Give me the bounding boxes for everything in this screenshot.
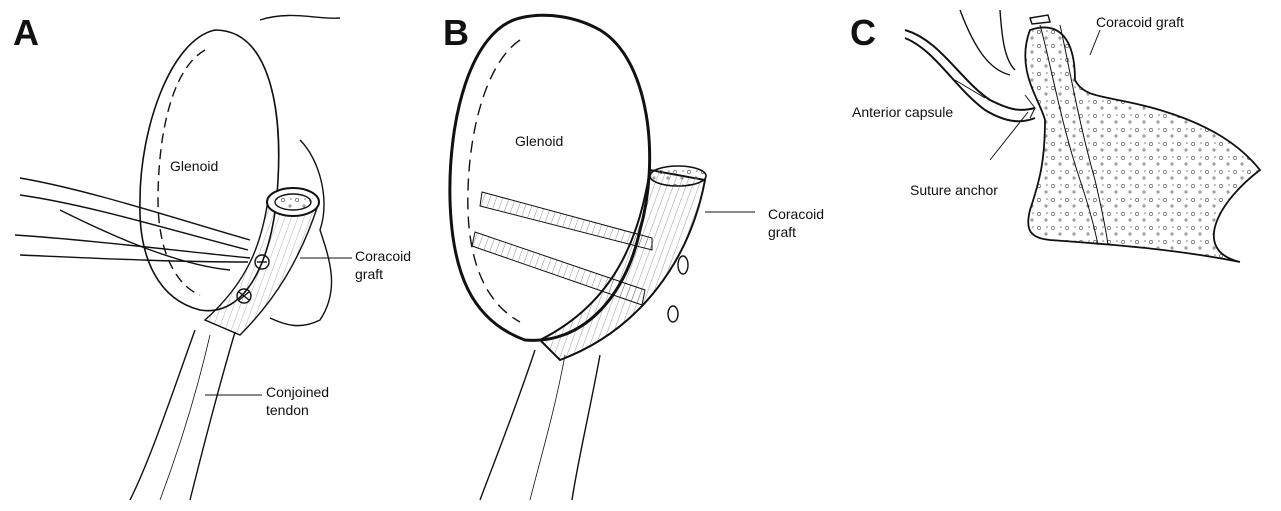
coracoid-graft-a — [205, 200, 318, 335]
coracoid-graft-label-c: Coracoid graft — [1096, 14, 1184, 31]
coracoid-graft-label-b-line2: graft — [768, 224, 796, 241]
conjoined-tendon — [130, 330, 195, 500]
coracoid-graft-label-a-line1: Coracoid — [355, 248, 411, 265]
anterior-capsule-label: Anterior capsule — [852, 104, 953, 121]
panel-b-drawing — [450, 15, 755, 500]
panel-a-letter: A — [13, 15, 39, 51]
glenoid-label-b: Glenoid — [515, 133, 563, 150]
panel-b-letter: B — [443, 15, 469, 51]
panel-c-letter: C — [850, 15, 876, 51]
panel-c-drawing — [905, 10, 1260, 262]
panel-a-drawing — [15, 15, 352, 500]
glenoid-label-a: Glenoid — [170, 158, 218, 175]
coracoid-graft-label-a-line2: graft — [355, 266, 383, 283]
coracoid-graft-label-b-line1: Coracoid — [768, 206, 824, 223]
conjoined-tendon-label-line1: Conjoined — [266, 384, 329, 401]
bone-section — [1025, 27, 1260, 262]
suture-anchor-label: Suture anchor — [910, 182, 998, 199]
conjoined-tendon-label-line2: tendon — [266, 402, 309, 419]
